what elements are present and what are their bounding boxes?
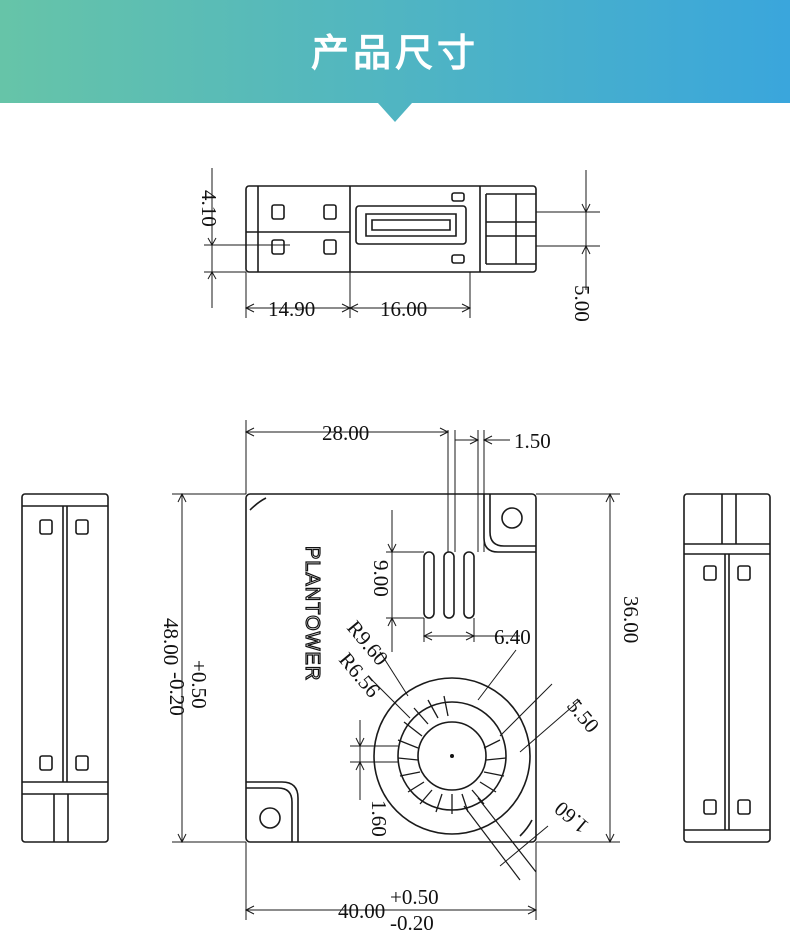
dim-9-00: 9.00 (369, 560, 393, 597)
dim-48-tol-minus: -0.20 (165, 672, 189, 716)
left-side-view (21, 493, 109, 843)
dim-5-00: 5.00 (570, 285, 594, 322)
dim-48-tol-plus: +0.50 (187, 660, 211, 709)
front-view: PLANTOWER (245, 430, 537, 881)
dim-40-00: 40.00 (338, 899, 385, 923)
header-banner (0, 0, 790, 122)
brand-logo-text: PLANTOWER (301, 546, 323, 681)
dim-5-50: 5.50 (562, 694, 604, 738)
dim-14-90: 14.90 (268, 297, 315, 321)
right-side-view (683, 493, 771, 843)
top-view (204, 168, 600, 318)
page-title: 产品尺寸 (310, 31, 479, 75)
dim-1-60-right: 1.60 (550, 797, 594, 839)
dim-16-00: 16.00 (380, 297, 427, 321)
dim-36-00: 36.00 (619, 596, 643, 643)
dim-28-00: 28.00 (322, 421, 369, 445)
dim-48-00: 48.00 (159, 618, 183, 665)
front-view-dimensions (172, 420, 620, 920)
dim-1-50: 1.50 (514, 429, 551, 453)
dim-4-10: 4.10 (197, 190, 221, 227)
dim-1-60-left: 1.60 (367, 800, 391, 837)
dim-6-40: 6.40 (494, 625, 531, 649)
dim-40-tol-plus: +0.50 (390, 885, 439, 909)
dim-40-tol-minus: -0.20 (390, 911, 434, 935)
